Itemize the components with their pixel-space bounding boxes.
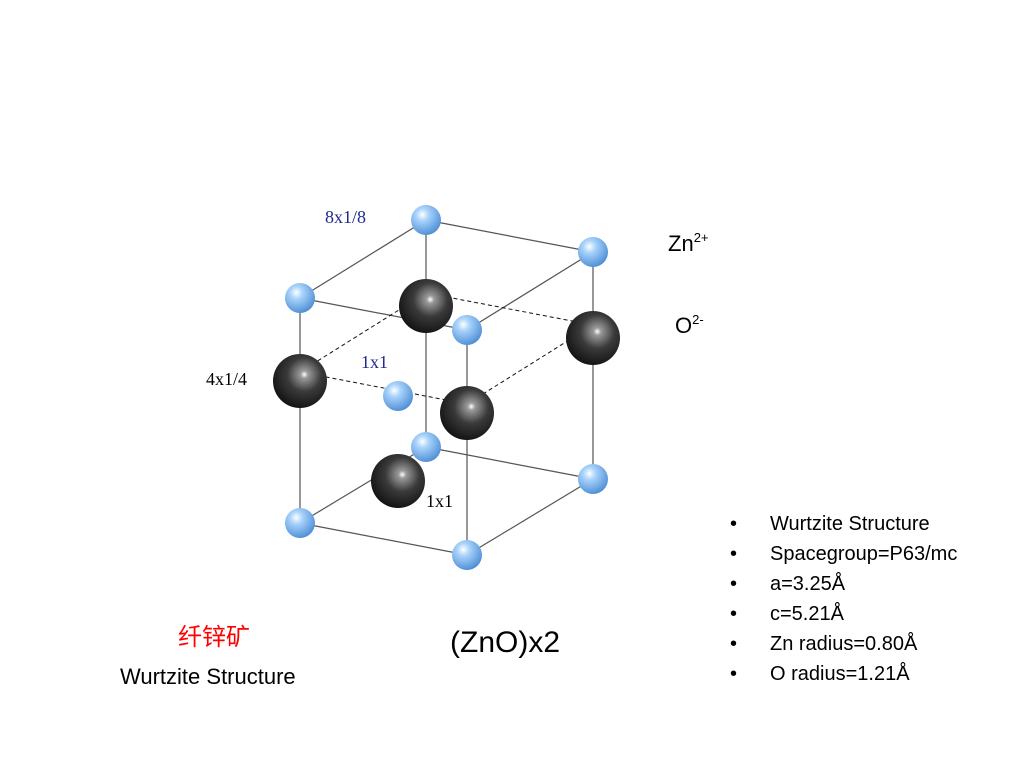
dashed-line (299, 371, 468, 405)
legend-zn: Zn2+ (668, 230, 709, 257)
inner-bottom-label: 1x1 (426, 491, 453, 511)
property-text: Zn radius=0.80Å (770, 633, 918, 655)
zn-atom (383, 381, 413, 411)
cell-edge (466, 251, 594, 331)
o-atoms (273, 279, 620, 508)
property-item: • a=3.25Å (730, 569, 957, 599)
bullet: • (730, 543, 738, 565)
o-atom (399, 279, 453, 333)
legend-o: O2- (675, 312, 704, 339)
property-item: • Zn radius=0.80Å (730, 629, 957, 659)
cell-edge (425, 219, 594, 253)
property-text: O radius=1.21Å (770, 663, 910, 685)
cell-edge (425, 446, 594, 480)
formula: (ZnO)x2 (450, 626, 561, 659)
zn-atom (285, 283, 315, 313)
o-atom (566, 311, 620, 365)
property-item: • Wurtzite Structure (730, 509, 957, 539)
zn-atom (411, 205, 441, 235)
dashed-line (299, 292, 427, 373)
o-atom (273, 354, 327, 408)
cell-edge (299, 219, 427, 299)
inner-top-label: 1x1 (361, 352, 388, 372)
property-text: c=5.21Å (770, 603, 844, 625)
dashed-line (425, 292, 594, 326)
zn-atom (285, 508, 315, 538)
cell-edge (466, 478, 594, 556)
legend-zn-charge: 2+ (693, 230, 709, 245)
bullet: • (730, 633, 738, 655)
zn-atom (452, 540, 482, 570)
legend-zn-symbol: Zn (668, 231, 694, 256)
cell-edge (299, 522, 468, 556)
bullet: • (730, 663, 738, 685)
properties-list: • Wurtzite Structure • Spacegroup=P63/mc •… (730, 509, 957, 689)
property-text: Wurtzite Structure (770, 513, 930, 535)
o-atom (440, 386, 494, 440)
property-item: • c=5.21Å (730, 599, 957, 629)
legend-o-symbol: O (675, 313, 693, 338)
zn-atom (411, 432, 441, 462)
title-english: Wurtzite Structure (120, 664, 296, 689)
title-chinese: 纤锌矿 (178, 623, 250, 651)
property-item: • O radius=1.21Å (730, 659, 957, 689)
legend-o-charge: 2- (692, 312, 704, 327)
corner-label: 8x1/8 (325, 207, 366, 227)
bullet: • (730, 603, 738, 625)
bullet: • (730, 513, 738, 535)
property-text: a=3.25Å (770, 573, 846, 595)
edge-label: 4x1/4 (206, 369, 247, 389)
property-item: • Spacegroup=P63/mc (730, 539, 957, 569)
zn-atom (578, 464, 608, 494)
zn-atom (578, 237, 608, 267)
zn-atom (452, 315, 482, 345)
unit-cell-edges (299, 219, 594, 556)
zn-atoms (285, 205, 608, 570)
property-text: Spacegroup=P63/mc (770, 543, 958, 565)
bullet: • (730, 573, 738, 595)
o-atom (371, 454, 425, 508)
